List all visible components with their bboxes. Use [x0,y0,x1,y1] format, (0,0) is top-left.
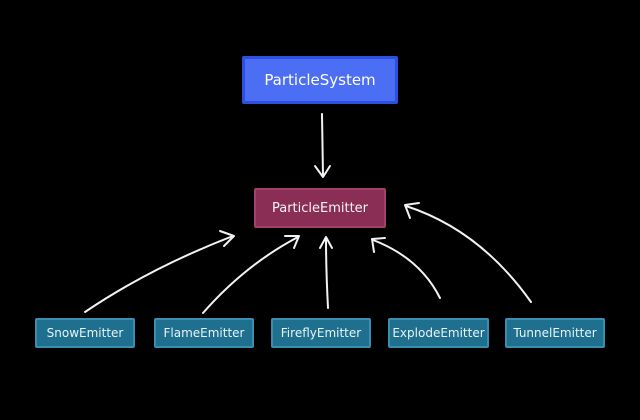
arrowhead-firefly-to-emitter [319,236,333,249]
node-particle-emitter-label: ParticleEmitter [271,200,369,216]
node-flame-emitter: FlameEmitter [154,318,254,348]
node-firefly-emitter: FireflyEmitter [271,318,371,348]
arrowhead-system-to-emitter [314,165,331,178]
node-particle-emitter: ParticleEmitter [254,188,386,228]
node-explode-emitter-label: ExplodeEmitter [392,326,485,340]
arrowhead-flame-to-emitter [284,235,300,249]
edge-firefly-to-emitter [325,237,329,309]
node-particle-system: ParticleSystem [242,56,398,104]
node-tunnel-emitter: TunnelEmitter [505,318,605,348]
edge-flame-to-emitter [202,236,299,314]
node-snow-emitter-label: SnowEmitter [46,326,124,340]
node-snow-emitter: SnowEmitter [35,318,135,348]
node-tunnel-emitter-label: TunnelEmitter [513,326,597,340]
arrowhead-explode-to-emitter [371,237,386,253]
node-firefly-emitter-label: FireflyEmitter [280,326,362,340]
arrowhead-snow-to-emitter [219,230,235,247]
edge-tunnel-to-emitter [405,205,532,303]
edge-snow-to-emitter [84,235,234,313]
node-flame-emitter-label: FlameEmitter [163,326,245,340]
edge-system-to-emitter [321,113,324,177]
arrowhead-tunnel-to-emitter [404,202,420,219]
node-particle-system-label: ParticleSystem [264,71,376,89]
edge-explode-to-emitter [372,239,441,299]
node-explode-emitter: ExplodeEmitter [388,318,489,348]
